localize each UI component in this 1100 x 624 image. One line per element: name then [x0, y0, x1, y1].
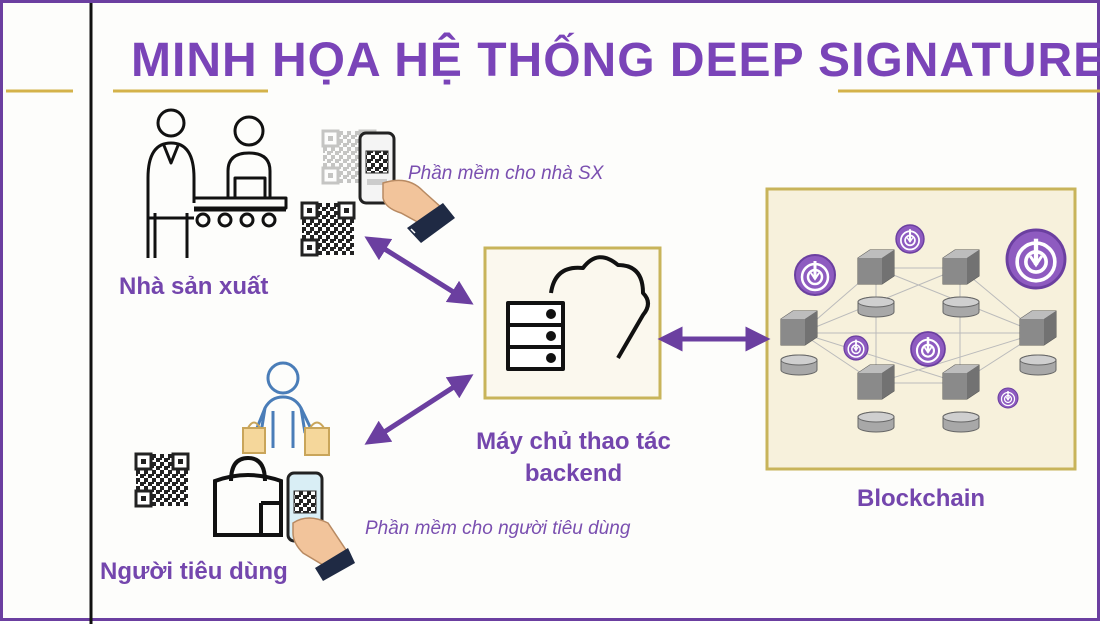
- producer-label: Nhà sản xuất: [119, 273, 269, 300]
- server-label: Máy chủ thao tác backend: [461, 426, 686, 490]
- server-label-line2: backend: [524, 460, 623, 487]
- producer-server-arrow: [364, 236, 474, 305]
- consumer-software-caption: Phần mềm cho người tiêu dùng: [365, 518, 631, 539]
- factory-workers-icon: [146, 108, 288, 258]
- blockchain-network-icon: [780, 223, 1065, 433]
- producer-software-caption: Phần mềm cho nhà SX: [408, 163, 604, 184]
- phone-in-hand-icon: [358, 131, 455, 243]
- consumer-label: Người tiêu dùng: [100, 558, 288, 585]
- diagram-graphics: [6, 3, 1100, 624]
- phone-in-hand-icon: [286, 471, 355, 581]
- blockchain-label: Blockchain: [857, 485, 986, 512]
- page-title: MINH HỌA HỆ THỐNG DEEP SIGNATURE: [131, 34, 1100, 87]
- qr-code-icon: [134, 452, 190, 508]
- shopping-bags-icon: [213, 421, 330, 537]
- server-label-line1: Máy chủ thao tác: [476, 428, 671, 455]
- consumer-server-arrow: [364, 374, 474, 445]
- server-cloud-icon: [506, 255, 650, 371]
